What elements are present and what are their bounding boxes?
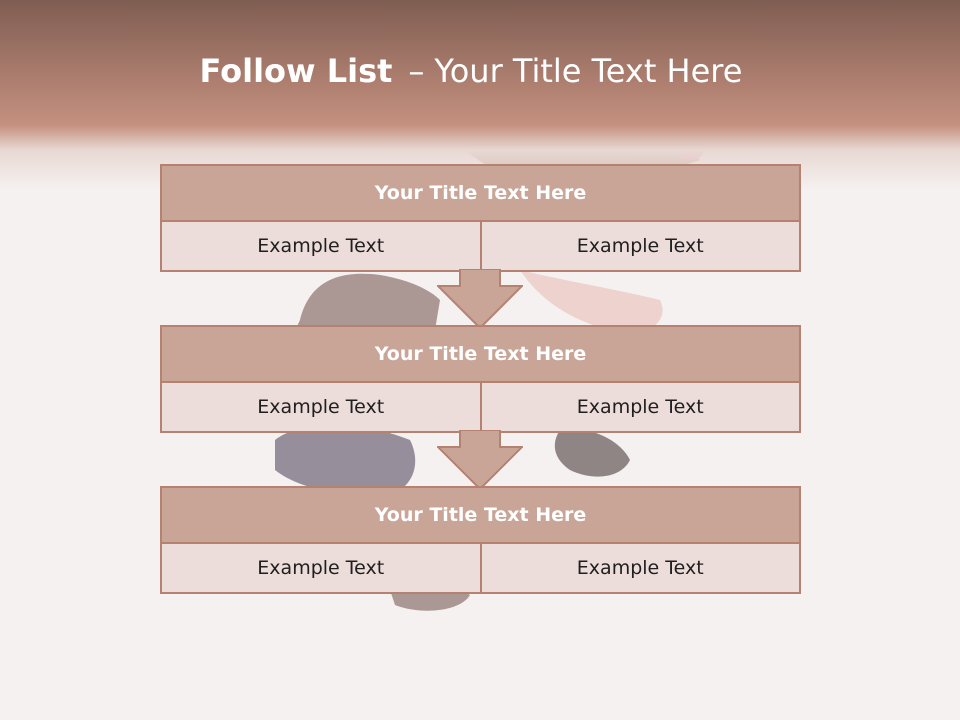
block-row: Example Text Example Text: [162, 222, 799, 270]
list-block-2: Your Title Text Here Example Text Exampl…: [160, 325, 801, 433]
block-cell-right: Example Text: [479, 222, 799, 270]
block-cell-left: Example Text: [162, 383, 480, 431]
list-block-1: Your Title Text Here Example Text Exampl…: [160, 164, 801, 272]
title-rest: Your Title Text Here: [434, 52, 743, 90]
title-dash: –: [408, 52, 425, 90]
block-cell-left: Example Text: [162, 544, 480, 592]
block-cell-right: Example Text: [479, 544, 799, 592]
block-cell-left: Example Text: [162, 222, 480, 270]
down-arrow-icon: [437, 430, 523, 490]
block-title: Your Title Text Here: [162, 166, 799, 222]
header-band: [0, 0, 960, 190]
slide-title: Follow List–Your Title Text Here: [0, 52, 942, 90]
block-cell-right: Example Text: [479, 383, 799, 431]
list-block-3: Your Title Text Here Example Text Exampl…: [160, 486, 801, 594]
block-title: Your Title Text Here: [162, 327, 799, 383]
block-row: Example Text Example Text: [162, 383, 799, 431]
block-title: Your Title Text Here: [162, 488, 799, 544]
block-row: Example Text Example Text: [162, 544, 799, 592]
title-bold: Follow List: [199, 52, 393, 90]
down-arrow-icon: [437, 269, 523, 329]
